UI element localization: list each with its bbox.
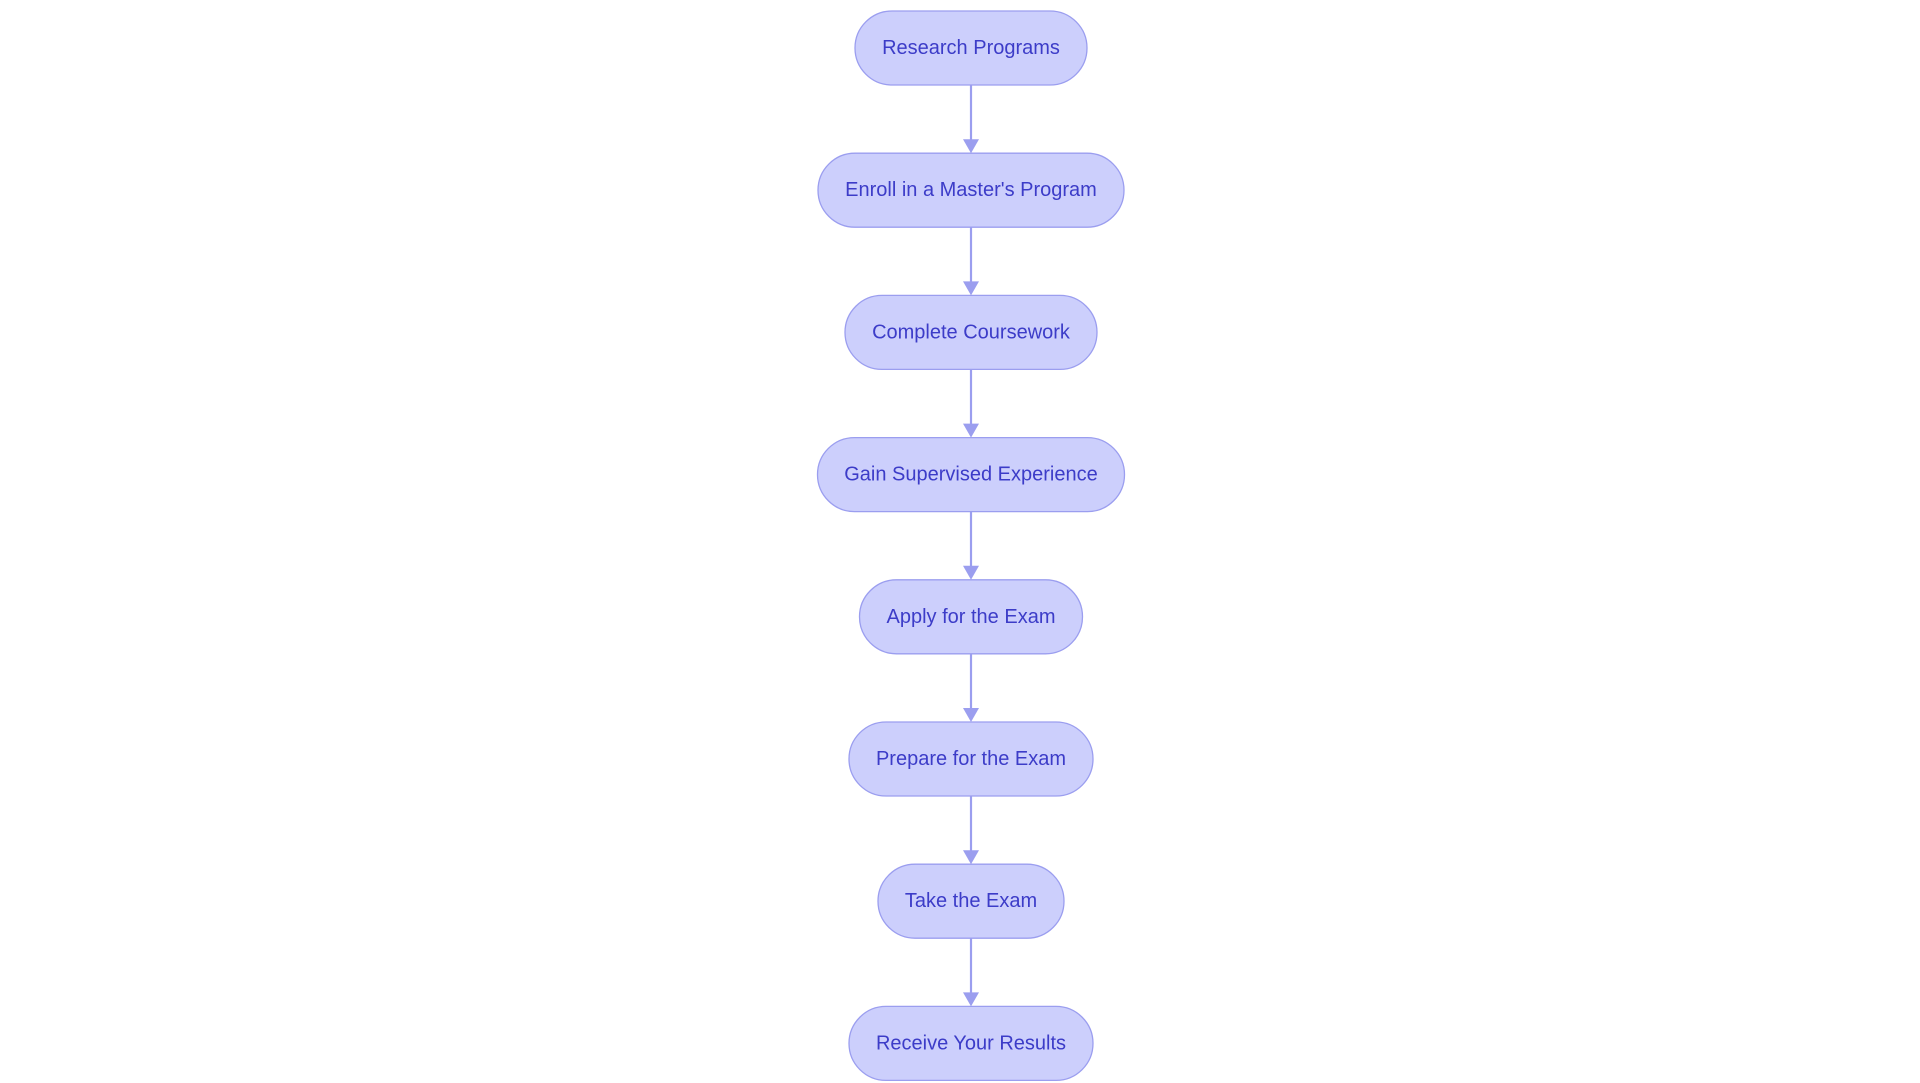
node-label: Complete Coursework: [872, 321, 1071, 343]
node-enroll: Enroll in a Master's Program: [817, 152, 1125, 228]
arrowhead-icon: [963, 423, 979, 438]
edge-prepare-to-take: [963, 796, 979, 865]
arrowhead-icon: [963, 139, 979, 154]
edge-experience-to-apply: [963, 511, 979, 580]
node-shape: [848, 721, 1094, 797]
node-experience: Gain Supervised Experience: [816, 436, 1126, 513]
arrowhead-icon: [963, 281, 979, 296]
node-shape: [858, 579, 1084, 655]
edge-coursework-to-experience: [963, 369, 979, 438]
node-shape: [877, 863, 1065, 939]
arrowhead-icon: [963, 708, 979, 722]
node-apply: Apply for the Exam: [858, 579, 1084, 655]
node-prepare: Prepare for the Exam: [848, 721, 1094, 797]
node-research: Research Programs: [854, 10, 1088, 86]
node-label: Receive Your Results: [876, 1032, 1066, 1054]
node-label: Research Programs: [882, 37, 1060, 59]
node-results: Receive Your Results: [848, 1005, 1094, 1082]
arrowhead-icon: [963, 992, 979, 1007]
arrowhead-icon: [963, 850, 979, 865]
node-shape: [848, 1005, 1094, 1082]
node-coursework: Complete Coursework: [844, 294, 1098, 371]
edges-layer: [963, 85, 979, 1007]
node-shape: [854, 10, 1088, 86]
node-shape: [844, 294, 1098, 371]
edge-take-to-results: [963, 938, 979, 1007]
node-shape: [816, 436, 1126, 513]
node-label: Enroll in a Master's Program: [845, 179, 1097, 201]
edge-research-to-enroll: [963, 85, 979, 154]
node-take: Take the Exam: [877, 863, 1065, 939]
arrowhead-icon: [963, 565, 979, 580]
edge-enroll-to-coursework: [963, 227, 979, 296]
node-label: Apply for the Exam: [887, 606, 1056, 628]
edge-apply-to-prepare: [963, 653, 979, 722]
node-label: Gain Supervised Experience: [844, 464, 1097, 486]
node-shape: [817, 152, 1125, 228]
node-label: Prepare for the Exam: [876, 748, 1066, 770]
node-label: Take the Exam: [905, 890, 1037, 912]
